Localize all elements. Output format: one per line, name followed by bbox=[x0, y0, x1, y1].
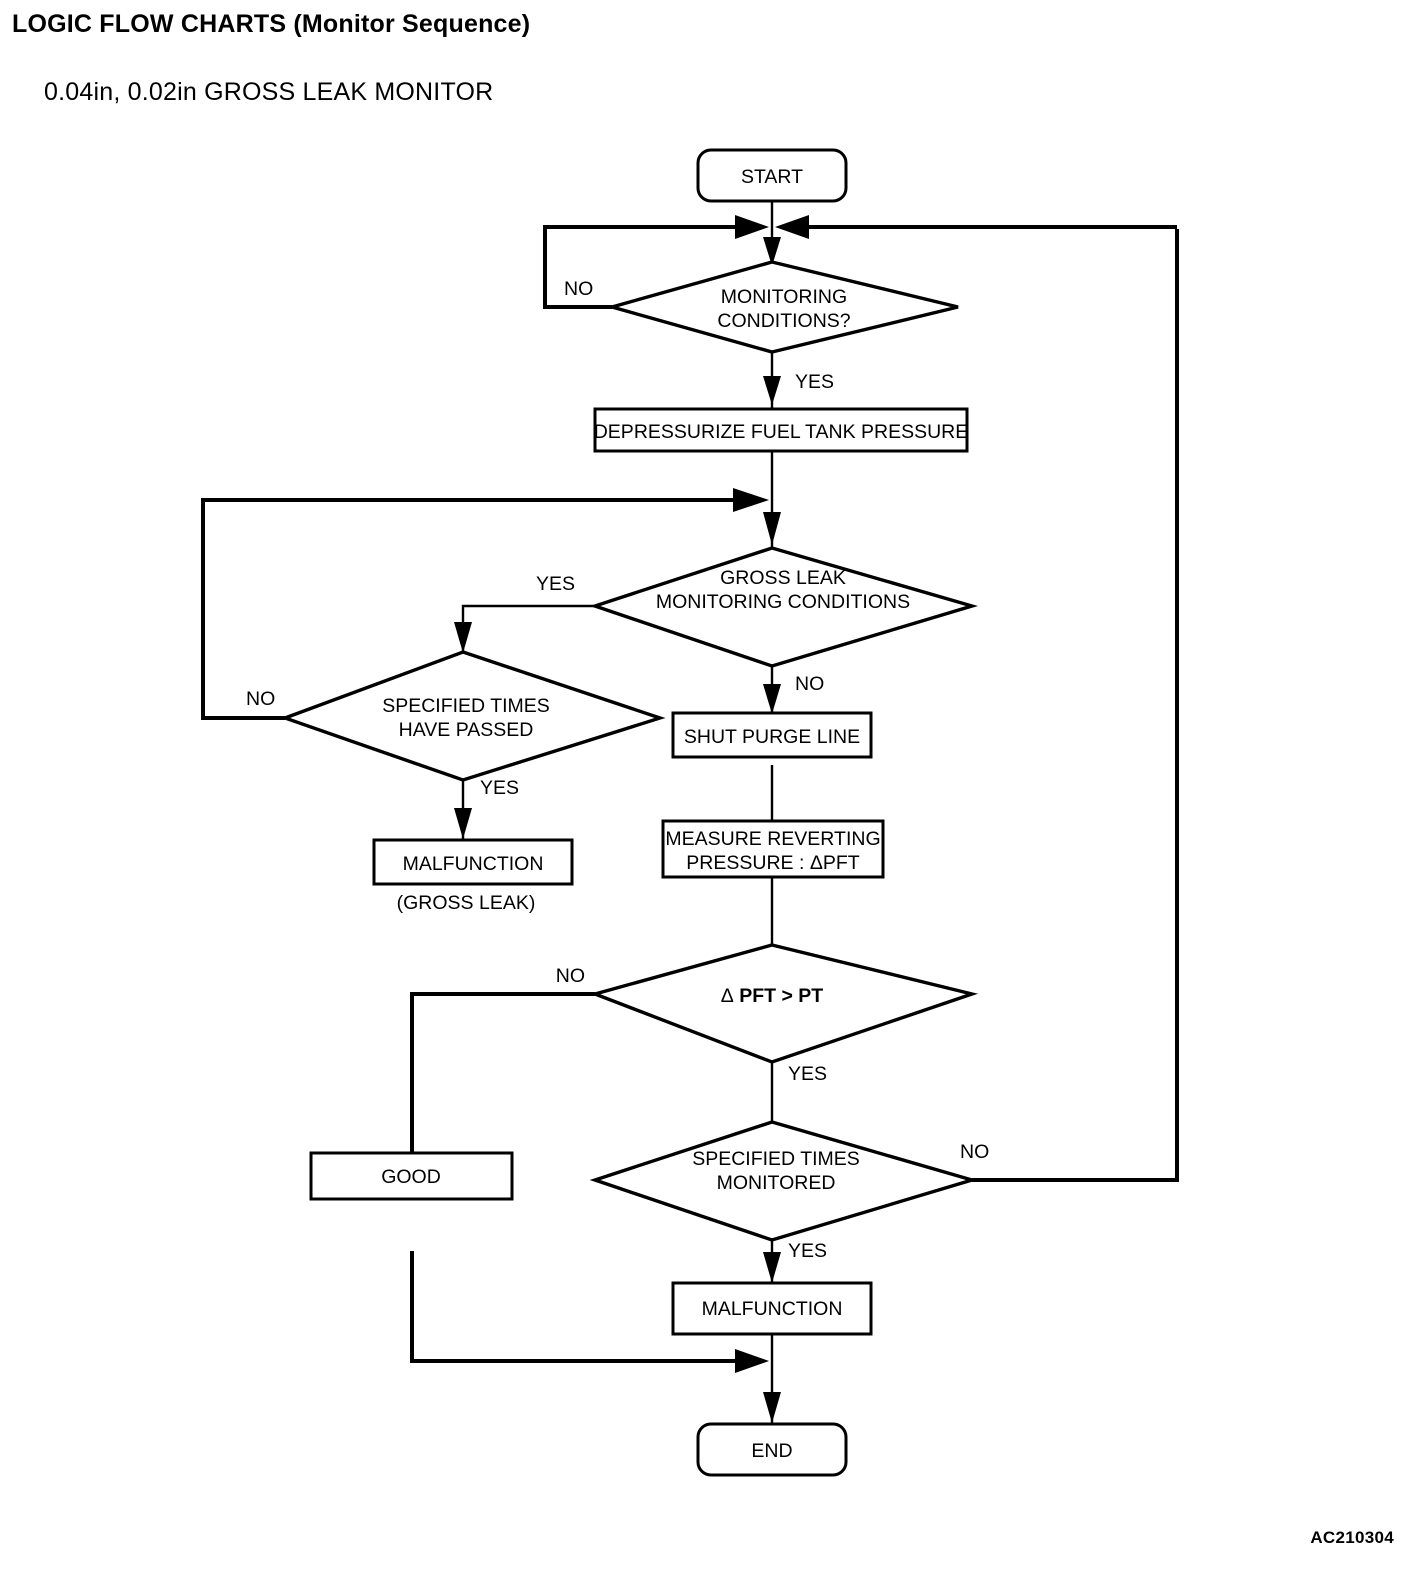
shut-purge-box-shape bbox=[671, 711, 873, 759]
branch-label-grossleak-no: NO bbox=[795, 673, 824, 695]
branch-label-pft-yes: YES bbox=[788, 1063, 827, 1085]
pft-decision-shape bbox=[589, 943, 979, 1064]
node-good[interactable]: GOOD bbox=[309, 1151, 514, 1201]
shut-purge-label: SHUT PURGE LINE bbox=[684, 726, 860, 748]
measure-label-line2-suffix: PFT bbox=[823, 852, 860, 874]
node-malfunction-gross-leak[interactable]: MALFUNCTION (GROSS LEAK) bbox=[372, 838, 574, 914]
node-monitoring-conditions[interactable]: MONITORING CONDITIONS? bbox=[605, 260, 959, 354]
delta-symbol-pft: Δ bbox=[721, 985, 734, 1007]
end-label: END bbox=[751, 1440, 792, 1462]
node-depressurize[interactable]: DEPRESSURIZE FUEL TANK PRESSURE bbox=[593, 407, 969, 453]
node-specified-times-monitored[interactable]: SPECIFIED TIMES MONITORED bbox=[589, 1120, 979, 1242]
node-specified-times-passed[interactable]: SPECIFIED TIMES HAVE PASSED bbox=[279, 650, 666, 782]
node-gross-leak-conditions[interactable]: GROSS LEAK MONITORING CONDITIONS bbox=[589, 546, 979, 668]
spec-monitored-label-line2: MONITORED bbox=[717, 1172, 836, 1194]
node-pft-greater-than-pt[interactable]: Δ PFT > PT bbox=[589, 943, 979, 1064]
specified-times-passed-decision-shape bbox=[279, 650, 666, 782]
spec-passed-label-line1: SPECIFIED TIMES bbox=[382, 695, 550, 717]
gross-leak-label-line2: MONITORING CONDITIONS bbox=[656, 591, 910, 613]
depressurize-label: DEPRESSURIZE FUEL TANK PRESSURE bbox=[594, 421, 969, 443]
node-malfunction-final[interactable]: MALFUNCTION bbox=[671, 1281, 873, 1336]
edge-spec-monitored-no bbox=[972, 229, 1179, 1182]
spec-monitored-label-line1: SPECIFIED TIMES bbox=[692, 1148, 860, 1170]
malfunction-grossleak-caption: (GROSS LEAK) bbox=[397, 892, 536, 914]
measure-label-line2-prefix: PRESSURE : bbox=[686, 852, 810, 874]
good-box-shape bbox=[309, 1151, 514, 1201]
malfunction-final-box-shape bbox=[671, 1281, 873, 1336]
branch-label-monitoring-yes: YES bbox=[795, 371, 834, 393]
node-end[interactable]: END bbox=[696, 1422, 848, 1477]
malfunction-grossleak-label: MALFUNCTION bbox=[403, 853, 544, 875]
arrowhead-grossleak-merge bbox=[733, 488, 769, 512]
measure-label-line2: PRESSURE : ΔPFT bbox=[686, 852, 859, 874]
arrowhead-spec-passed bbox=[454, 622, 472, 653]
arrowhead-grossleak bbox=[763, 512, 781, 545]
node-start[interactable]: START bbox=[696, 148, 848, 203]
arrowhead-monitoring bbox=[763, 237, 781, 266]
node-shut-purge-line[interactable]: SHUT PURGE LINE bbox=[671, 711, 873, 759]
connector-layer bbox=[201, 201, 1179, 1424]
arrowhead-junction-right bbox=[775, 215, 809, 239]
arrowhead-junction-left bbox=[735, 215, 769, 239]
good-label: GOOD bbox=[381, 1166, 441, 1188]
malfunction-grossleak-box-shape bbox=[372, 838, 574, 886]
measure-box-shape bbox=[661, 819, 885, 879]
edge-spec-passed-no-loop bbox=[201, 498, 755, 720]
start-label: START bbox=[741, 166, 803, 188]
branch-label-spec-passed-yes: YES bbox=[480, 777, 519, 799]
measure-label-line1: MEASURE REVERTING bbox=[665, 828, 880, 850]
node-measure-reverting-pressure[interactable]: MEASURE REVERTING PRESSURE : ΔPFT bbox=[661, 819, 885, 879]
edge-monitoring-no-loop bbox=[543, 225, 757, 309]
figure-code: AC210304 bbox=[1310, 1528, 1394, 1547]
arrowhead-end bbox=[763, 1392, 781, 1423]
arrowhead-shut-purge bbox=[763, 684, 781, 714]
edge-grossleak-yes bbox=[461, 604, 595, 652]
end-terminator-shape bbox=[696, 1422, 848, 1477]
branch-label-grossleak-yes: YES bbox=[536, 573, 575, 595]
branch-label-spec-passed-no: NO bbox=[246, 688, 275, 710]
pft-label-rest: PFT > PT bbox=[734, 985, 823, 1007]
gross-leak-decision-shape bbox=[589, 546, 979, 668]
branch-label-spec-monitored-no: NO bbox=[960, 1141, 989, 1163]
delta-symbol-measure: Δ bbox=[810, 852, 823, 874]
arrowhead-end-merge bbox=[735, 1349, 769, 1373]
arrowhead-malfunction-final bbox=[763, 1252, 781, 1283]
monitoring-label-line1: MONITORING bbox=[721, 286, 847, 308]
edge-pft-no bbox=[410, 992, 595, 1153]
branch-label-spec-monitored-yes: YES bbox=[788, 1240, 827, 1262]
monitoring-decision-shape bbox=[605, 260, 959, 354]
branch-label-monitoring-no: NO bbox=[564, 278, 593, 300]
arrowhead-depressurize bbox=[763, 376, 781, 405]
spec-passed-label-line2: HAVE PASSED bbox=[399, 719, 534, 741]
depressurize-box-shape bbox=[593, 407, 969, 453]
page-subtitle: 0.04in, 0.02in GROSS LEAK MONITOR bbox=[44, 78, 494, 106]
start-terminator-shape bbox=[696, 148, 848, 203]
pft-label: Δ PFT > PT bbox=[721, 985, 824, 1007]
monitoring-label-line2: CONDITIONS? bbox=[717, 310, 850, 332]
edge-good-to-end bbox=[410, 1251, 757, 1363]
gross-leak-label-line1: GROSS LEAK bbox=[720, 567, 846, 589]
malfunction-final-label: MALFUNCTION bbox=[702, 1298, 843, 1320]
page-title: LOGIC FLOW CHARTS (Monitor Sequence) bbox=[12, 10, 531, 38]
specified-times-monitored-decision-shape bbox=[589, 1120, 979, 1242]
branch-label-pft-no: NO bbox=[556, 965, 585, 987]
arrowhead-malfunction-grossleak bbox=[454, 808, 472, 839]
